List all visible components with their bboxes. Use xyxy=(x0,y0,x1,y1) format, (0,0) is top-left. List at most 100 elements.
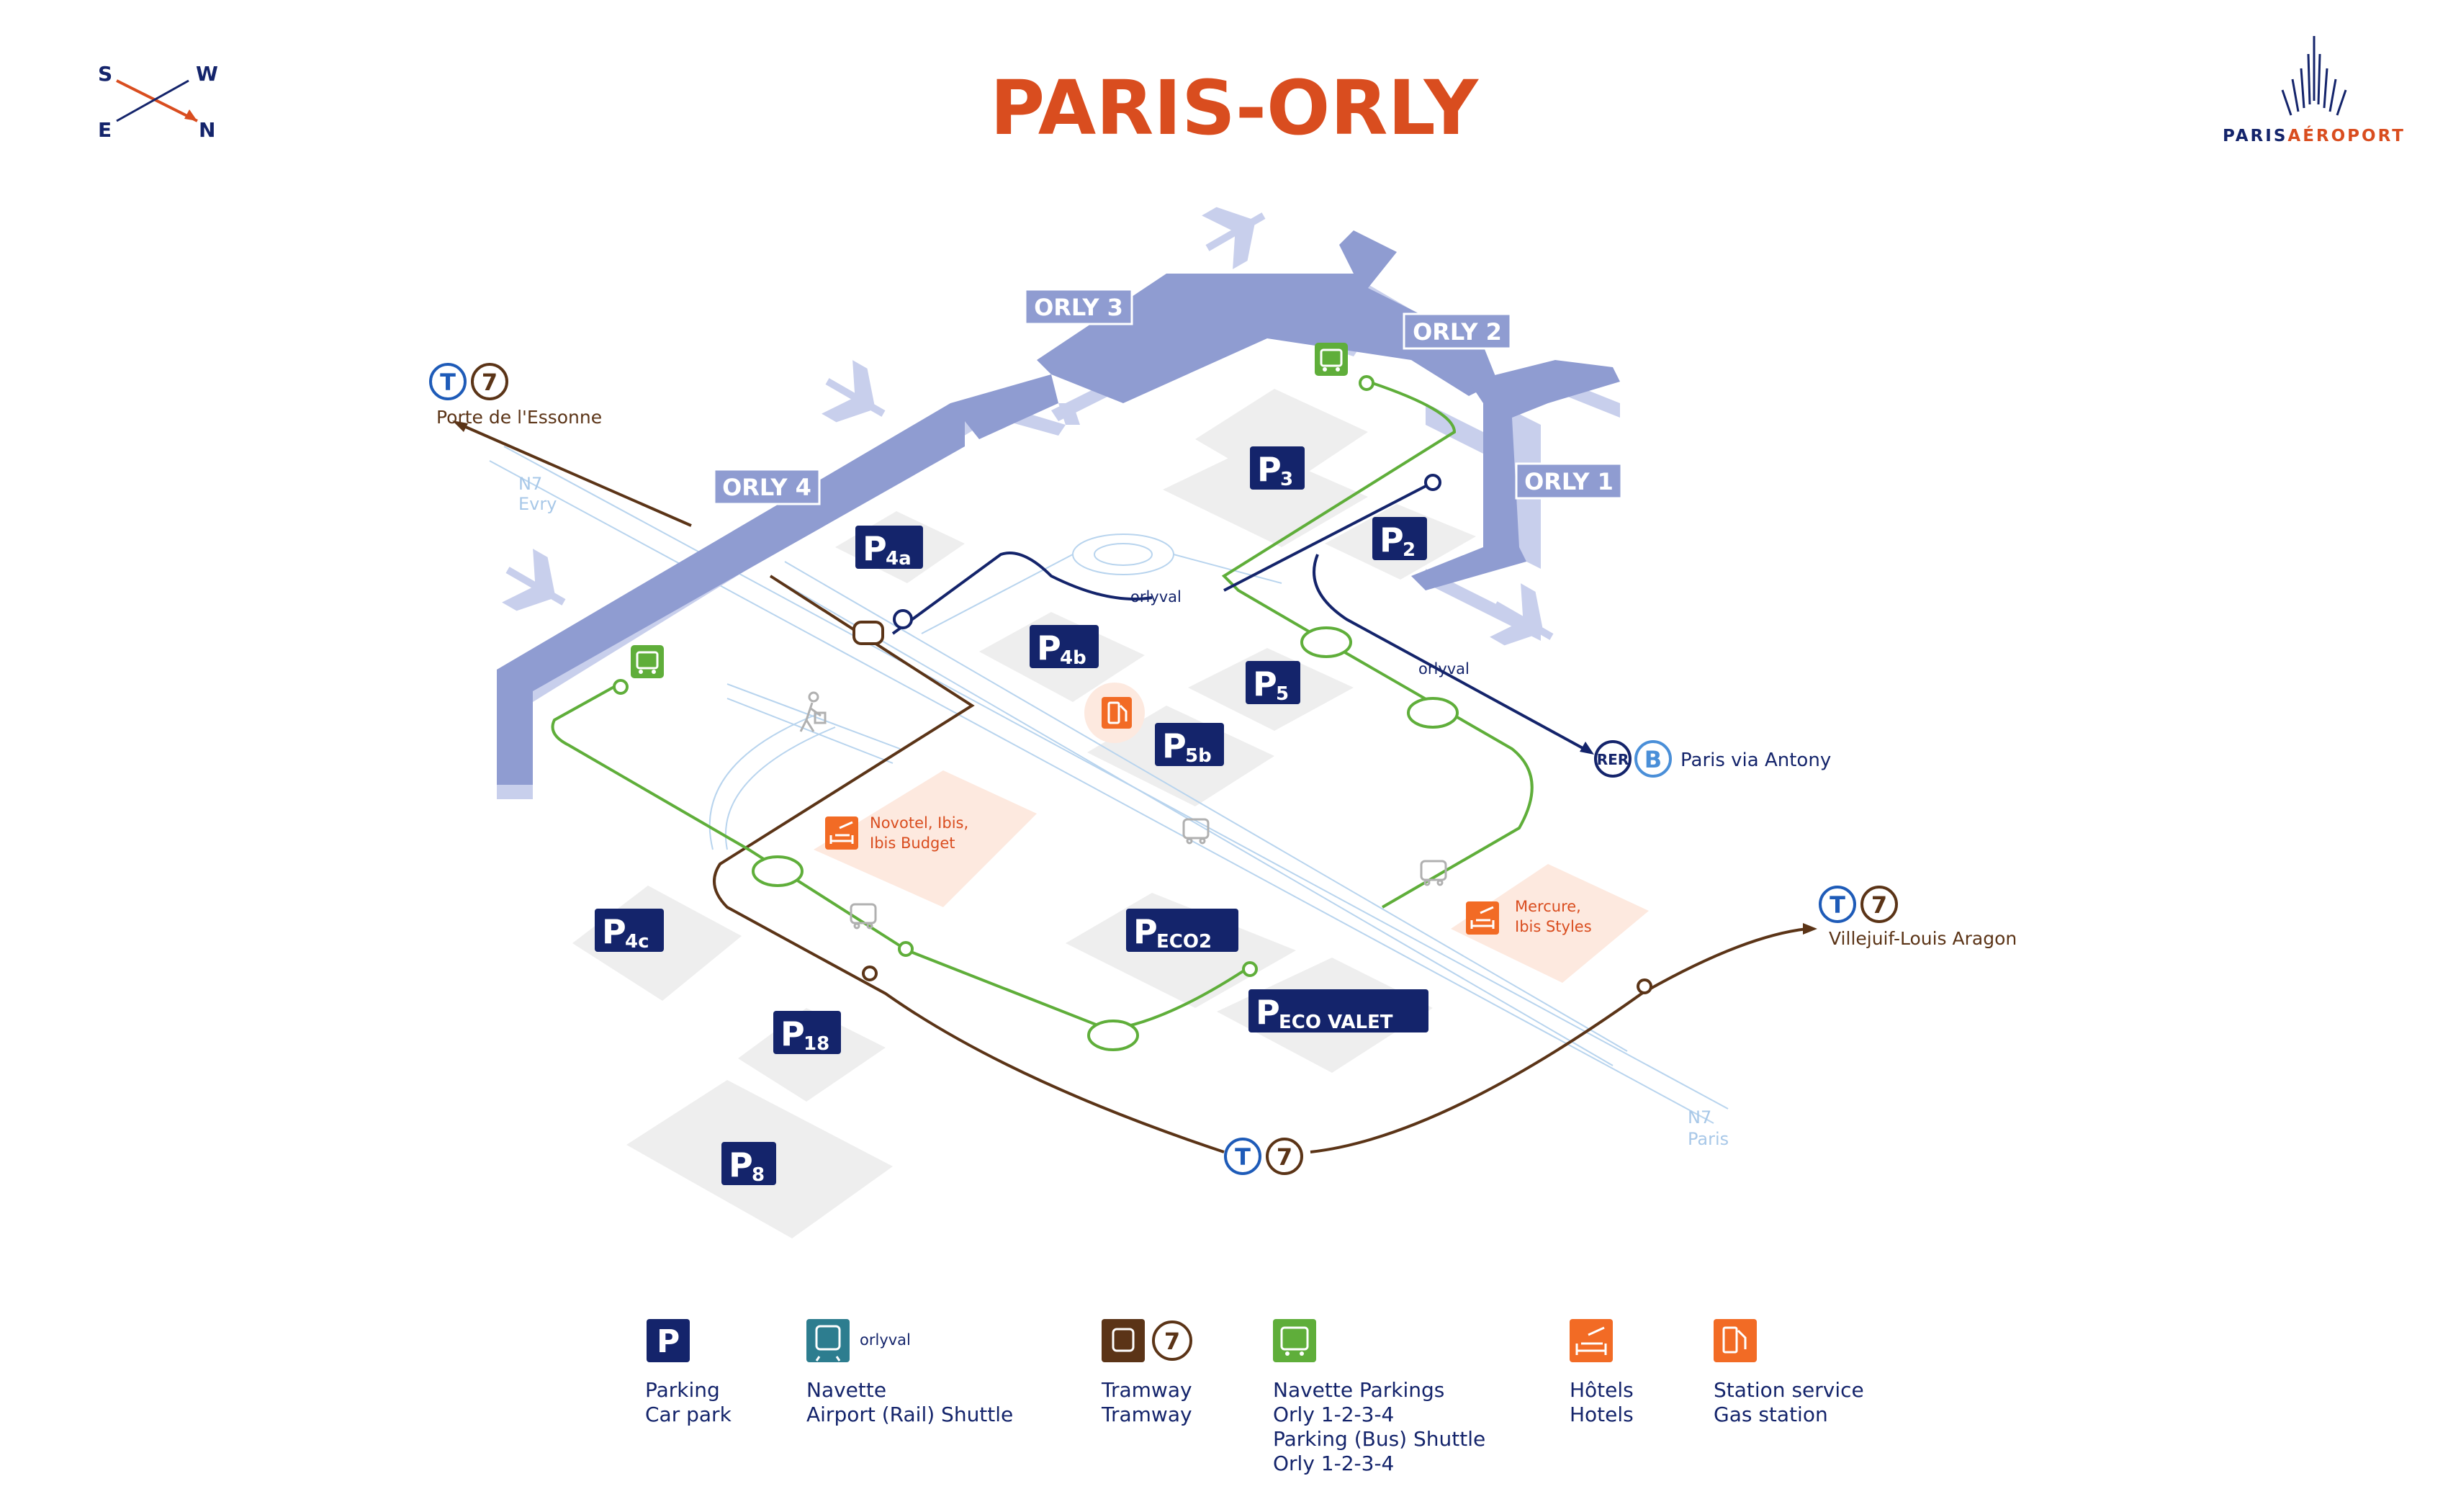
road-label-n7-evry-2: Evry xyxy=(518,494,557,514)
orly4-connector xyxy=(950,374,1058,439)
line-7-number: 7 xyxy=(1277,1143,1292,1171)
road-short-b xyxy=(726,698,894,764)
hotel-novotel-line2: Ibis Budget xyxy=(870,834,955,852)
orly1-label: ORLY 1 xyxy=(1524,468,1614,495)
bus-stop-small xyxy=(1242,961,1258,977)
parking-p5: P 5 xyxy=(1246,661,1300,705)
parking-p4a: P 4a xyxy=(855,526,923,570)
tram-t-icon xyxy=(1224,1138,1261,1175)
orlyval-label-1: orlyval xyxy=(1130,588,1182,606)
parking-peco2: P ECO2 xyxy=(1126,909,1238,953)
legend-hotels: Hôtels Hotels xyxy=(1570,1319,1634,1426)
legend-tramway: 7 Tramway Tramway xyxy=(1101,1319,1192,1426)
legend-parking-letter: P xyxy=(657,1323,680,1360)
parking-p4b: P 4b xyxy=(1030,625,1099,669)
line-7-icon xyxy=(1860,886,1898,923)
legend-bus: Navette Parkings Orly 1-2-3-4 Parking (B… xyxy=(1273,1319,1485,1475)
plane-icon xyxy=(502,549,566,611)
hotel-mercure-line1: Mercure, xyxy=(1515,898,1581,915)
peco2-sub: ECO2 xyxy=(1156,931,1212,953)
bus-stop xyxy=(1300,626,1352,658)
road-link-b xyxy=(1173,554,1282,584)
legend-hotels-line1: Hôtels xyxy=(1570,1378,1634,1402)
taxi-icon xyxy=(850,903,877,930)
rer-b-icon xyxy=(1634,740,1672,778)
orly4-label: ORLY 4 xyxy=(722,474,811,501)
legend-station-line1: Station service xyxy=(1714,1378,1864,1402)
hotel-icon xyxy=(1466,901,1499,935)
dest-porte-essonne-label: Porte de l'Essonne xyxy=(436,407,602,428)
p18-letter: P xyxy=(780,1014,805,1053)
orlyval-east xyxy=(1313,554,1585,750)
plane-icon xyxy=(1490,583,1554,646)
p5b-sub: 5b xyxy=(1185,745,1212,767)
compass-w: W xyxy=(196,62,218,86)
line-7-number: 7 xyxy=(482,369,498,396)
compass: S W E N xyxy=(98,62,218,142)
tram-t-letter: T xyxy=(1235,1143,1251,1171)
bus-stop-orly2-icon xyxy=(1315,343,1348,376)
parking-p2: P 2 xyxy=(1372,517,1427,561)
legend-bus-line1: Navette Parkings xyxy=(1273,1378,1444,1402)
orly2-label: ORLY 2 xyxy=(1413,318,1502,346)
legend-station-line2: Gas station xyxy=(1714,1403,1828,1426)
p18-sub: 18 xyxy=(804,1033,829,1055)
p4b-letter: P xyxy=(1037,629,1061,667)
hotel-mercure-line2: Ibis Styles xyxy=(1515,918,1592,935)
terminal-label-orly4: ORLY 4 xyxy=(713,468,821,505)
terminal-bodies xyxy=(497,230,1620,785)
p4c-sub: 4c xyxy=(625,931,649,953)
bus-stop xyxy=(752,855,804,887)
tram-line-porte-essonne xyxy=(460,423,692,527)
orlyval-stop xyxy=(1424,474,1441,491)
tram-stop xyxy=(1637,978,1652,994)
compass-arrowhead-icon xyxy=(184,109,197,121)
legend-station: Station service Gas station xyxy=(1714,1319,1864,1426)
p2-letter: P xyxy=(1380,521,1404,559)
area-novotel xyxy=(814,770,1037,907)
p5-letter: P xyxy=(1253,665,1277,703)
tram-line-main xyxy=(713,575,1225,1153)
orlyval-stop xyxy=(893,609,913,629)
compass-arrow-n xyxy=(116,79,198,122)
hotel-areas xyxy=(814,770,1649,983)
dest-villejuif: T 7 Villejuif-Louis Aragon xyxy=(1819,886,2017,949)
tram-icon xyxy=(1102,1319,1145,1362)
compass-s: S xyxy=(98,62,112,86)
orlyval-label-2: orlyval xyxy=(1418,660,1470,678)
legend: P Parking Car park orlyval Navette Airpo… xyxy=(645,1319,1864,1475)
legend-hotels-line2: Hotels xyxy=(1570,1403,1634,1426)
terminals: ORLY 4 ORLY 3 ORLY 2 ORLY 1 xyxy=(497,230,1623,799)
area-p3 xyxy=(1163,446,1368,547)
terminal-label-orly3: ORLY 3 xyxy=(1024,288,1133,325)
compass-e: E xyxy=(98,118,112,142)
legend-tramway-line2: Tramway xyxy=(1101,1403,1192,1426)
pedestrian-icon xyxy=(799,691,827,732)
gas-station-icon xyxy=(1084,683,1145,743)
legend-parking-icon xyxy=(647,1319,690,1362)
p2-sub: 2 xyxy=(1403,539,1416,561)
pecovalet-letter: P xyxy=(1256,993,1280,1032)
legend-navette-line2: Airport (Rail) Shuttle xyxy=(806,1403,1013,1426)
road-link-a xyxy=(921,554,1074,634)
hotel-novotel-line1: Novotel, Ibis, xyxy=(870,814,968,832)
bus-stop xyxy=(1087,1020,1139,1051)
p4a-letter: P xyxy=(863,529,887,568)
road-label-n7-paris-2: Paris xyxy=(1688,1129,1729,1149)
legend-parking: P Parking Car park xyxy=(645,1319,732,1426)
terminal-label-orly1: ORLY 1 xyxy=(1515,462,1623,500)
line-7-icon xyxy=(1266,1138,1303,1175)
parking-pecovalet: P ECO VALET xyxy=(1248,989,1428,1033)
orly1-body xyxy=(1411,360,1620,590)
roundabout xyxy=(1072,534,1174,575)
rer-label: RER xyxy=(1597,751,1629,768)
plane-icon xyxy=(1202,207,1266,269)
p8-sub: 8 xyxy=(752,1164,765,1186)
tram-line-villejuif xyxy=(1310,927,1808,1153)
brand-text: PARISAÉROPORT xyxy=(2223,125,2406,145)
road-label-n7-paris-1: N7 xyxy=(1688,1107,1711,1128)
p4a-sub: 4a xyxy=(886,548,912,570)
road-label-n7-evry-1: N7 xyxy=(518,474,542,494)
taxi-icons xyxy=(850,818,1447,930)
road-curve-b xyxy=(724,726,836,850)
